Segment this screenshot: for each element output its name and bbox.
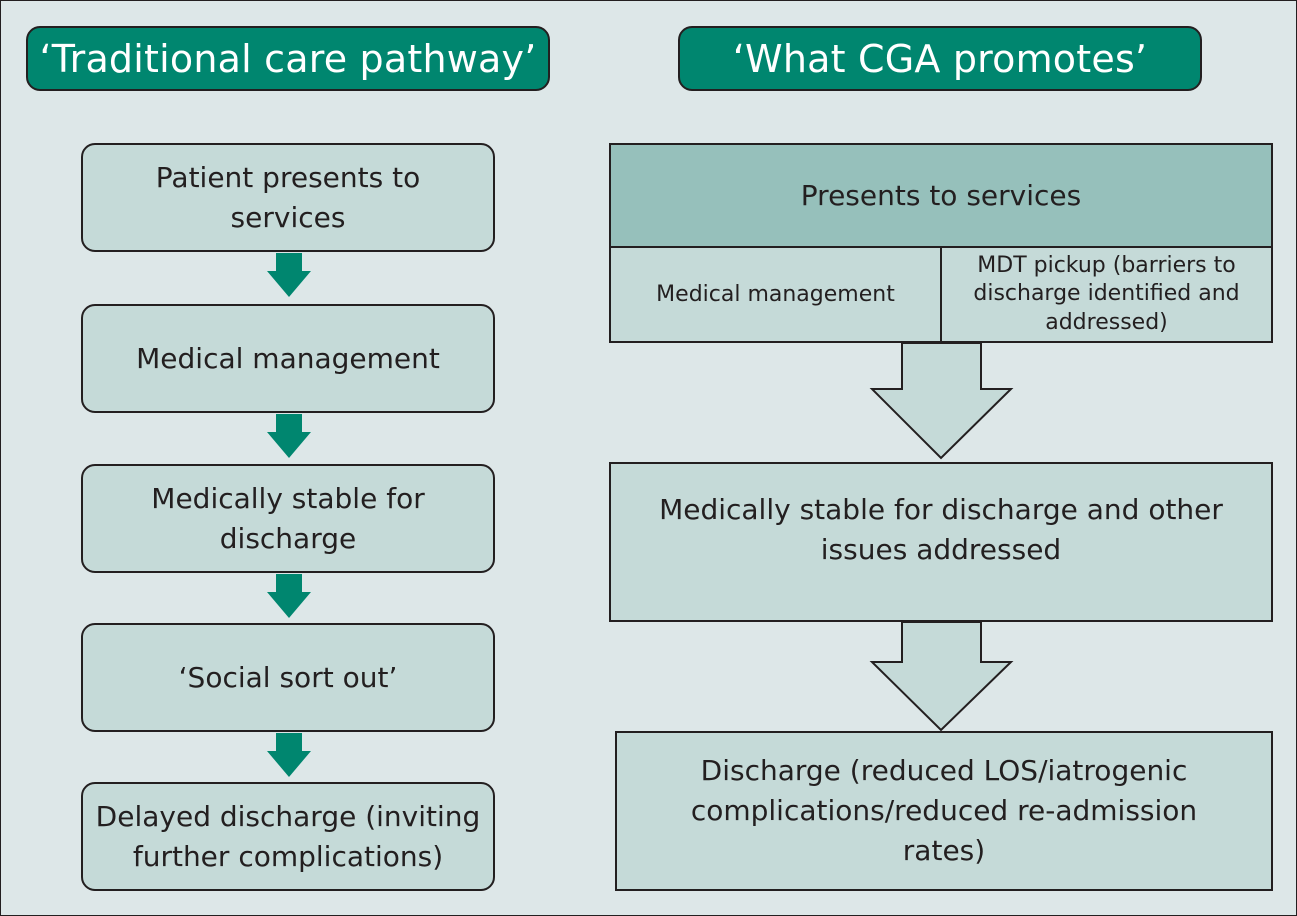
- large-down-arrow-icon: [869, 621, 1014, 732]
- traditional-pathway-header-text: ‘Traditional care pathway’: [39, 36, 537, 81]
- mdt-pickup-cell: MDT pickup (barriers to discharge identi…: [940, 246, 1273, 343]
- step-patient-presents-text: Patient presents to services: [155, 160, 421, 234]
- cga-promotes-header-text: ‘What CGA promotes’: [732, 36, 1148, 81]
- step-medically-stable-text: Medically stable for discharge: [151, 481, 425, 555]
- traditional-pathway-header: ‘Traditional care pathway’: [26, 26, 550, 91]
- traditional-down-arrows: [267, 253, 311, 777]
- discharge-reduced-box: Discharge (reduced LOS/iatrogenic compli…: [615, 731, 1273, 891]
- medically-stable-addressed-box: Medically stable for discharge and other…: [609, 462, 1273, 622]
- step-delayed-discharge-text: Delayed discharge (inviting further comp…: [95, 799, 481, 873]
- large-down-arrow-icon: [869, 342, 1014, 460]
- down-arrow-icon: [267, 414, 311, 458]
- discharge-reduced-text: Discharge (reduced LOS/iatrogenic compli…: [690, 754, 1198, 867]
- presents-to-services-text: Presents to services: [800, 178, 1082, 212]
- medical-management-cell: Medical management: [609, 246, 942, 343]
- step-social-sort-out-text: ‘Social sort out’: [178, 660, 398, 694]
- mdt-pickup-cell-text: MDT pickup (barriers to discharge identi…: [973, 253, 1240, 335]
- step-patient-presents: Patient presents to services: [81, 143, 495, 252]
- medical-management-cell-text: Medical management: [656, 281, 895, 307]
- step-social-sort-out: ‘Social sort out’: [81, 623, 495, 732]
- cga-promotes-header: ‘What CGA promotes’: [678, 26, 1202, 91]
- down-arrow-icon: [267, 733, 311, 777]
- step-medical-management-text: Medical management: [136, 341, 440, 375]
- step-delayed-discharge: Delayed discharge (inviting further comp…: [81, 782, 495, 891]
- down-arrow-icon: [267, 574, 311, 618]
- step-medical-management: Medical management: [81, 304, 495, 413]
- cga-down-arrows: [869, 342, 1014, 732]
- step-medically-stable: Medically stable for discharge: [81, 464, 495, 573]
- medically-stable-addressed-text: Medically stable for discharge and other…: [659, 493, 1223, 566]
- down-arrow-icon: [267, 253, 311, 297]
